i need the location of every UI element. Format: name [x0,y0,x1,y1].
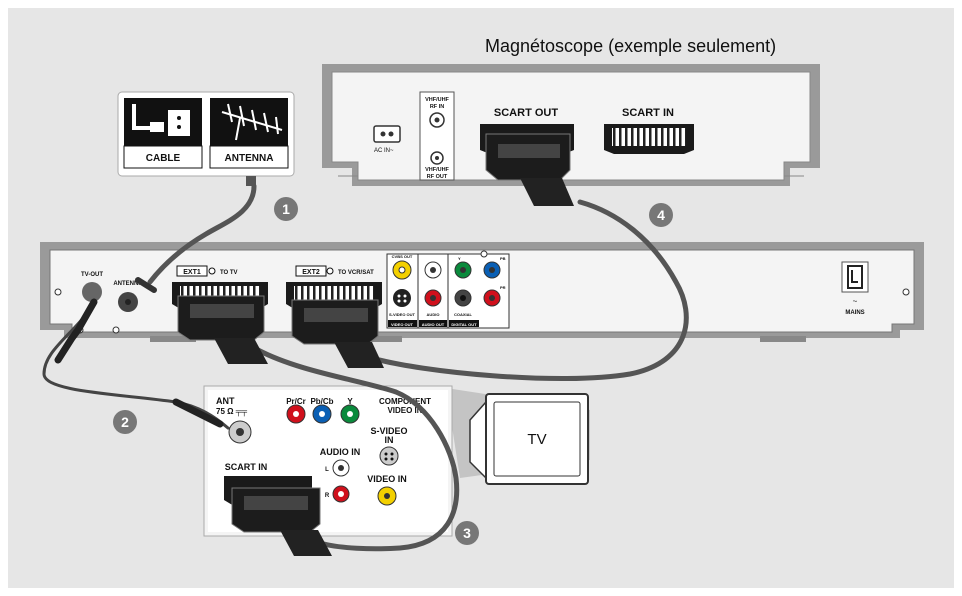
antenna-icon [221,103,283,141]
svideo-in-label-1: S-VIDEO [370,426,407,436]
ac-in-label: AC IN~ [374,148,394,154]
antenna-in-label: ANTENNA [113,281,143,287]
tv-out-jack [82,282,102,302]
ant-ohm-label: 75 Ω ╤╤ [216,407,247,417]
step-4-label: 4 [657,207,665,223]
cable-2 [42,310,230,430]
y-label: Y [458,256,461,261]
digital-out-label: DIGITAL OUT [451,322,477,327]
ant-label: ANT [216,396,235,406]
tv-label: TV [527,431,546,448]
audio-in-label: AUDIO IN [320,447,361,457]
pr-label: PR [500,285,506,290]
cable-3 [255,347,460,552]
step-1-badge [274,197,298,221]
step-4-badge [649,203,673,227]
antenna-label: ANTENNA [225,153,274,164]
mains-label: MAINS [845,310,864,316]
tv-out-label: TV-OUT [81,272,103,278]
y-in-label: Y [347,397,353,406]
step-2-label: 2 [121,414,129,430]
audio-out-label: AUDIO OUT [422,322,445,327]
audio-r-label: R [325,493,330,499]
coaxial-label: COAXIAL [454,312,473,317]
video-out-label: VIDEO OUT [391,322,414,327]
vhf-out-label-2: RF OUT [427,174,448,180]
component-label-2: VIDEO IN [387,406,422,415]
step-2-badge [113,410,137,434]
cable-1 [147,183,257,285]
pb-label: PB [500,256,506,261]
cable-label: CABLE [146,153,181,164]
cables [42,183,689,552]
vhf-in-label-1: VHF/UHF [425,97,449,103]
audio-l-label: L [325,467,329,473]
vhf-out-label-1: VHF/UHF [425,167,449,173]
to-tv-label: TO TV [220,270,238,276]
svg-text:~: ~ [853,297,858,306]
vcr-scart-out-label: SCART OUT [494,107,558,119]
audio-label: AUDIO [427,312,440,317]
pb-cb-label: Pb/Cb [310,397,333,406]
component-label-1: COMPONENT [379,397,431,406]
cable-4 [369,199,689,382]
step-1-label: 1 [282,201,290,217]
to-vcr-label: TO VCR/SAT [338,270,374,276]
step-3-label: 3 [463,525,471,541]
diagram-title: Magnétoscope (exemple seulement) [485,36,776,56]
vcr-unit: AC IN~ VHF/UHF RF IN VHF/UHF RF OUT SCAR… [322,64,820,186]
mains-socket-icon [847,265,863,289]
cable-icon [132,104,190,136]
tv-svideo-jack [379,446,399,466]
svideo-out-label: S-VIDEO OUT [389,312,416,317]
source-box: CABLE ANTENNA [117,91,295,186]
vhf-in-label-2: RF IN [430,104,444,110]
vcr-scart-in-label: SCART IN [622,107,674,119]
pr-cr-label: Pr/Cr [286,397,306,406]
step-3-badge [455,521,479,545]
cvbs-out-label: CVBS OUT [392,254,413,259]
svideo-out-jack [393,289,411,307]
ext1-label: EXT1 [183,269,201,276]
svideo-in-label-2: IN [385,435,394,445]
step-badges: 1 2 3 4 [113,197,673,545]
video-in-label: VIDEO IN [367,474,407,484]
scart-plugs [177,133,574,556]
ext2-label: EXT2 [302,269,320,276]
tv-set: TV [469,393,589,485]
ac-inlet-icon [373,125,401,143]
tv-scart-in-label: SCART IN [225,462,268,472]
